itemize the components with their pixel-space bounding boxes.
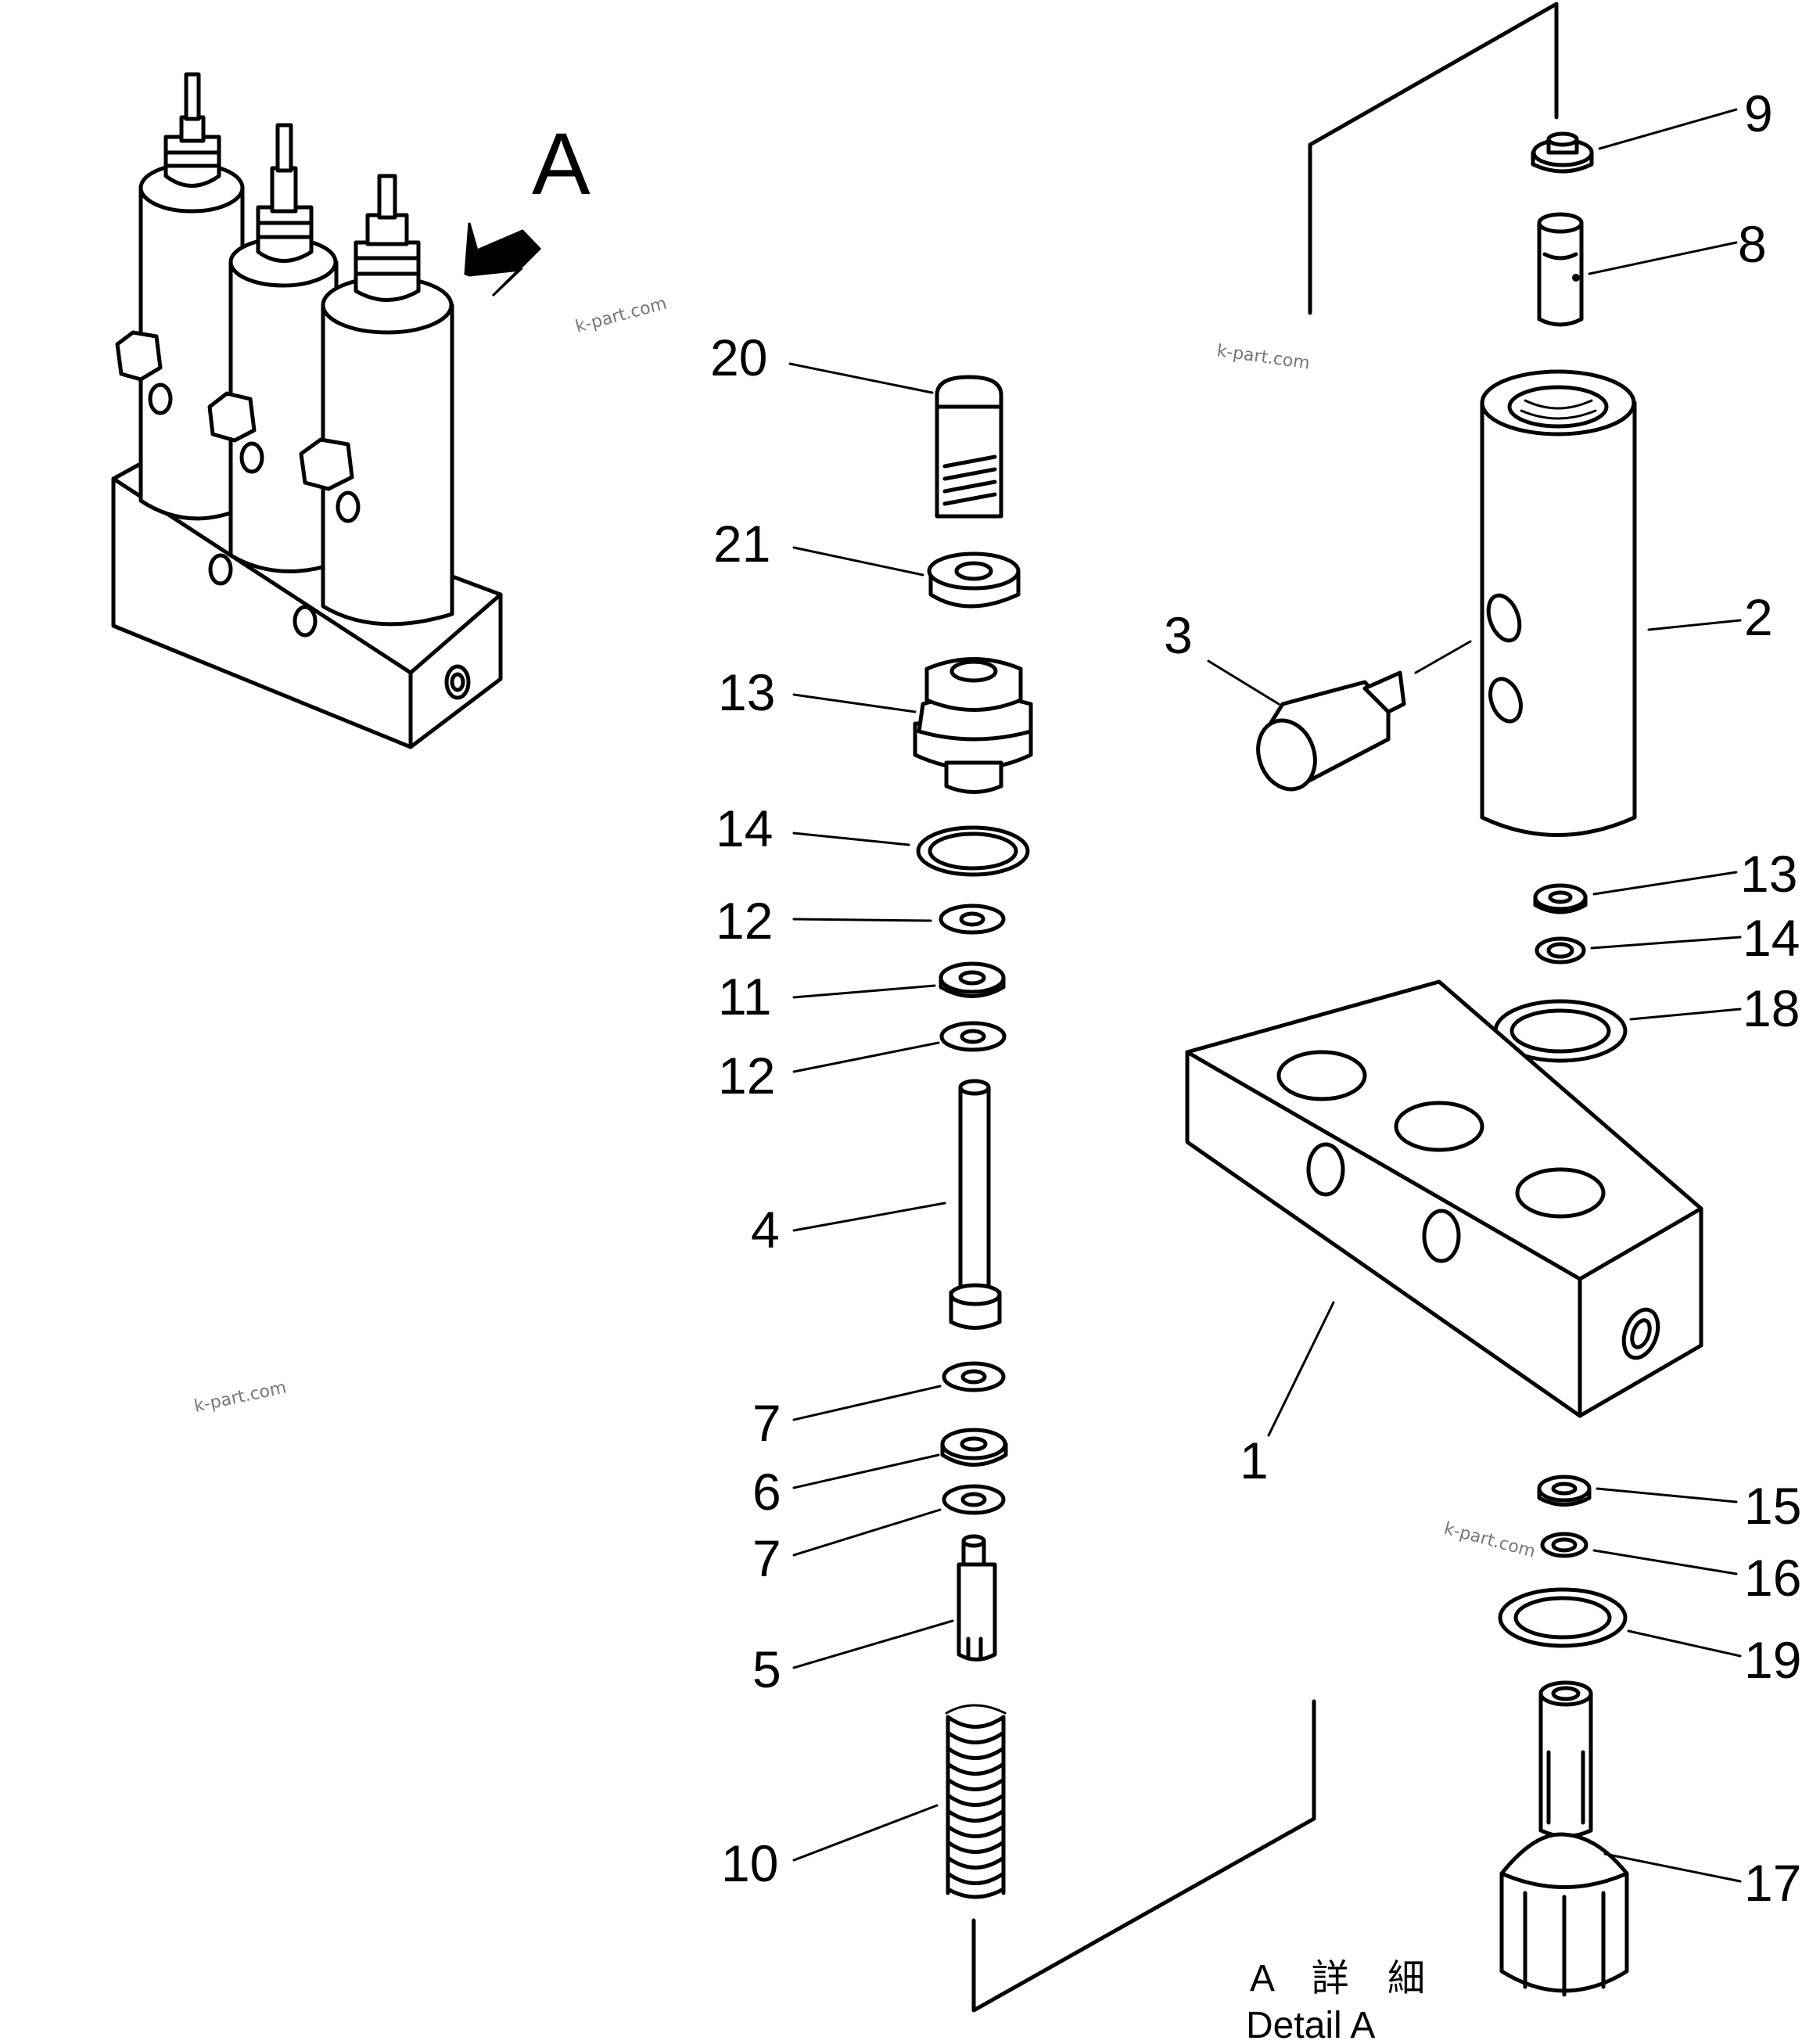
watermark: k-part.com	[573, 294, 669, 337]
callout-23: 21	[713, 515, 770, 573]
callout-10: 10	[721, 1834, 778, 1892]
callout-14: 14	[716, 799, 773, 857]
callout-numbers: 20 21 13 14 12 11 12 4 7 6 7 5 10 9 8 2 …	[710, 84, 1801, 1912]
view-arrow-icon	[464, 222, 542, 297]
callout-9: 9	[1744, 84, 1773, 142]
watermark: k-part.com	[1441, 1519, 1537, 1562]
callout-17: 15	[1744, 1477, 1801, 1535]
callout-4: 4	[751, 1201, 780, 1259]
detail-caption: A 詳 細 Detail A	[1246, 1958, 1439, 2044]
callout-12b: 12	[718, 1047, 775, 1105]
callout-8: 8	[1738, 215, 1767, 273]
callout-11: 11	[718, 968, 772, 1026]
callout-1: 1	[1240, 1432, 1269, 1489]
callout-2: 2	[1744, 588, 1773, 646]
callout-12a: 12	[716, 892, 773, 950]
leader-lines	[788, 108, 1742, 1883]
callout-20: 18	[1743, 979, 1800, 1037]
exploded-center-column	[913, 375, 1033, 1899]
callout-19: 17	[1744, 1854, 1801, 1912]
watermark: k-part.com	[192, 1378, 288, 1417]
detail-caption-english: Detail A	[1246, 2005, 1375, 2044]
watermark: k-part.com	[1215, 341, 1311, 373]
callout-13: 13	[718, 663, 775, 721]
callout-3: 3	[1164, 606, 1193, 664]
callout-18: 16	[1744, 1549, 1801, 1607]
callout-6: 6	[752, 1463, 781, 1521]
valve-assembly-overview: A	[111, 72, 591, 749]
callout-7b: 7	[752, 1529, 781, 1587]
callout-7a: 7	[752, 1394, 781, 1452]
callout-5: 5	[752, 1640, 781, 1698]
callout-22: 20	[710, 329, 767, 386]
callout-21: 19	[1744, 1631, 1801, 1689]
view-label: A	[532, 115, 591, 213]
callout-15: 13	[1740, 845, 1797, 903]
detail-caption-japanese: A 詳 細	[1250, 1958, 1439, 1999]
exploded-right-column	[971, 2, 1703, 2013]
callout-16: 14	[1743, 909, 1800, 967]
